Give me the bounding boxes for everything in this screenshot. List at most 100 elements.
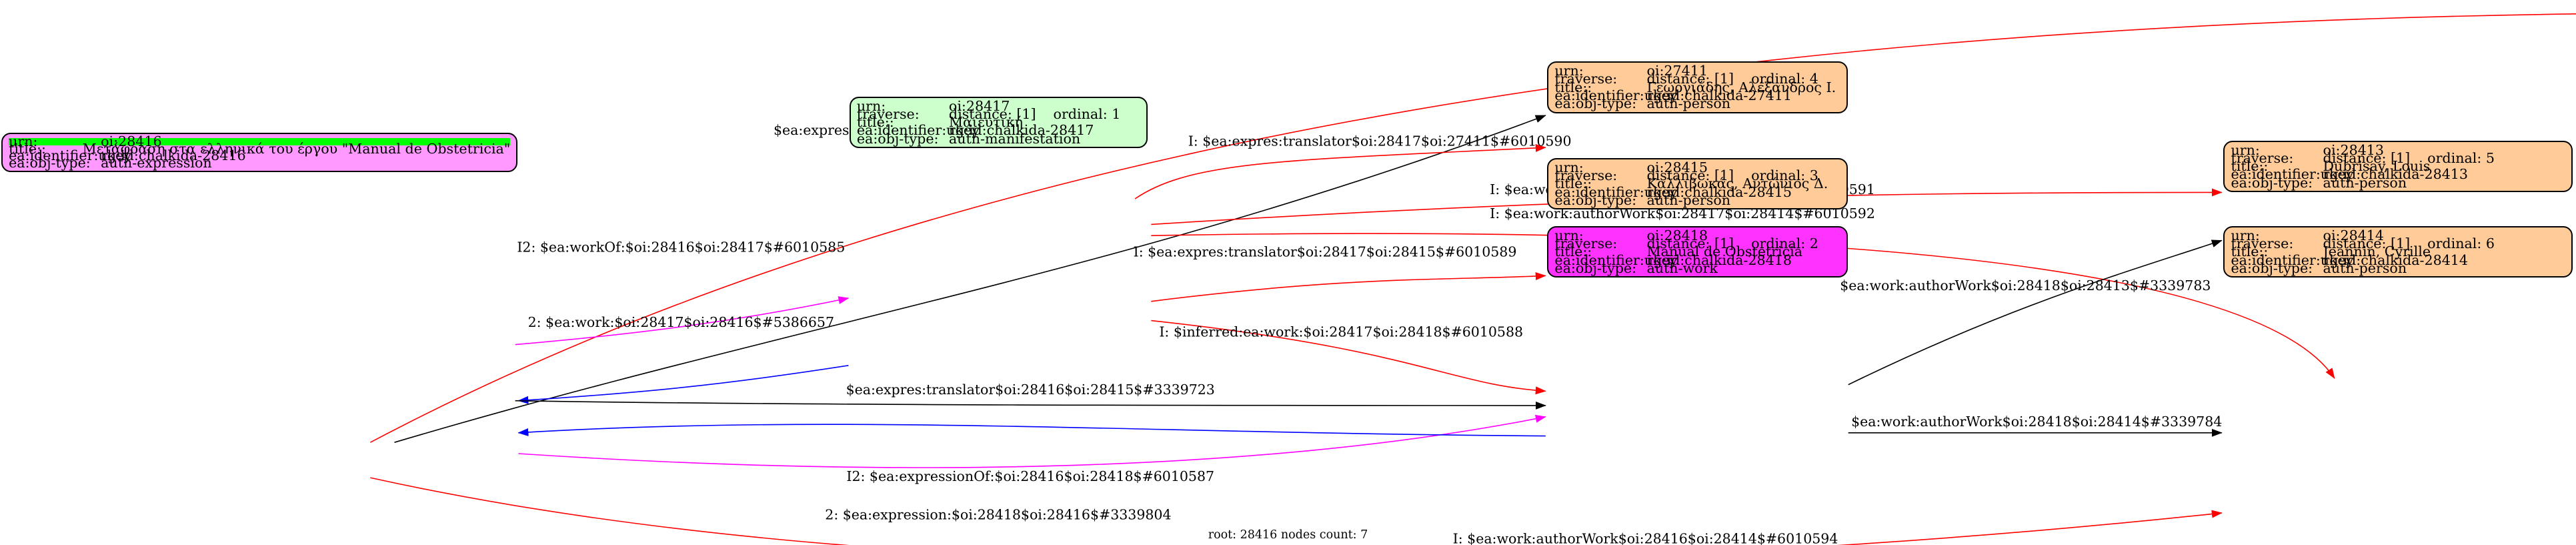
edge-5-line bbox=[515, 296, 850, 346]
row-value: oi:28417 bbox=[948, 97, 1010, 114]
node-row: ea:obj-type:auth-person bbox=[2231, 174, 2565, 191]
node-row: urn: oi:28415 bbox=[1554, 159, 1840, 175]
row-value: Manual de Obstetricia bbox=[1646, 243, 1803, 260]
row-key: ea:identifier:ukey bbox=[1554, 183, 1678, 200]
row-value: rg:id:chalkida-28415 bbox=[1646, 183, 1792, 200]
row-key: ea:obj-type: bbox=[9, 155, 91, 171]
edge-1-line bbox=[394, 115, 1546, 443]
row-value: distance: [1] bbox=[1646, 235, 1734, 252]
row-value: rg:id:chalkida-27411 bbox=[1646, 87, 1792, 104]
row-value: auth-person bbox=[2323, 260, 2407, 277]
row-value: distance: [1] bbox=[948, 105, 1036, 122]
row-key: traverse: bbox=[1554, 167, 1618, 184]
edge-5-label: I2: $ea:workOf:$oi:28416$oi:28417$#60105… bbox=[517, 239, 845, 255]
row-key: ea:obj-type: bbox=[2231, 174, 2313, 191]
edge-7-line bbox=[1151, 272, 1546, 302]
edge-11-line bbox=[518, 414, 1546, 468]
row-key: ea:obj-type: bbox=[1554, 191, 1637, 208]
node-row: title::Manual de Obstetricia bbox=[1554, 243, 1840, 260]
node-27411[interactable]: urn: oi:27411 traverse: distance: [1] ordina… bbox=[1547, 61, 1848, 113]
node-row: title::Dubrisay, Louis bbox=[2231, 158, 2565, 175]
row-value: rg:id:chalkida-28418 bbox=[1646, 251, 1792, 268]
node-row: title::Καλλιβωκάς, Αντώνιος Δ. bbox=[1554, 175, 1840, 192]
edge-10-line bbox=[1848, 239, 2223, 386]
row-key: ea:obj-type: bbox=[856, 130, 939, 147]
edge-6-line bbox=[517, 365, 849, 404]
row-value-ordinal: ordinal: 6 bbox=[2427, 235, 2495, 252]
row-key: urn: bbox=[1554, 159, 1584, 175]
node-row: ea:obj-type:auth-expression bbox=[9, 155, 510, 171]
node-row: traverse: distance: [1] ordinal: 6 bbox=[2231, 235, 2565, 252]
row-key: urn: bbox=[2231, 141, 2260, 158]
row-value: oi:28418 bbox=[1646, 227, 1708, 243]
row-value: rg:id:chalkida-28413 bbox=[2323, 166, 2469, 183]
row-value-ordinal: ordinal: 3 bbox=[1751, 167, 1818, 184]
row-key: traverse: bbox=[1554, 235, 1618, 252]
node-28416[interactable]: urn: oi:28416 title::Μετάφραση στα ελληνικ… bbox=[1, 133, 518, 172]
row-value: oi:28414 bbox=[2323, 227, 2385, 243]
row-value: rg:id:chalkida-28417 bbox=[948, 122, 1094, 139]
node-row: urn: oi:28413 bbox=[2231, 141, 2565, 158]
row-value-ordinal: ordinal: 4 bbox=[1751, 71, 1818, 87]
row-key: traverse: bbox=[1554, 71, 1618, 87]
node-row: urn:oi:28418 bbox=[1554, 227, 1840, 243]
row-key: title:: bbox=[2231, 243, 2269, 260]
row-value: Μετάφραση στα ελληνικά του έργου "Manual… bbox=[82, 140, 511, 157]
row-key: urn: bbox=[2231, 227, 2260, 243]
node-28414[interactable]: urn: oi:28414 traverse: distance: [1] ordina… bbox=[2223, 225, 2573, 278]
edge-14-line bbox=[370, 477, 2223, 545]
row-value: oi:28416 bbox=[101, 133, 162, 150]
row-value: oi:28413 bbox=[2323, 141, 2385, 158]
row-key: ea:obj-type: bbox=[1554, 260, 1637, 277]
row-value: distance: [1] bbox=[2323, 235, 2411, 252]
edge-2-label: I: $ea:expres:translator$oi:28417$oi:274… bbox=[1188, 133, 1572, 149]
row-key: title:: bbox=[9, 140, 46, 157]
row-key: urn: bbox=[1554, 63, 1584, 79]
row-key: ea:identifier:ukey bbox=[1554, 87, 1678, 104]
node-row: ea:obj-type:auth-person bbox=[2231, 260, 2565, 277]
row-value: distance: [1] bbox=[2323, 149, 2411, 166]
row-value-ordinal: ordinal: 5 bbox=[2427, 149, 2495, 166]
row-value: Γεωργιάδης, Αλέξανδρος Ι. bbox=[1646, 79, 1836, 95]
node-row: title::Μαιευτική bbox=[857, 114, 1140, 131]
edge-2-line bbox=[1134, 143, 1546, 199]
node-row: urn: oi:27411 bbox=[1554, 63, 1840, 79]
row-value: oi:28415 bbox=[1646, 159, 1708, 175]
edge-11-label: I2: $ea:expressionOf:$oi:28416$oi:28418$… bbox=[846, 468, 1214, 484]
row-key: traverse: bbox=[2231, 235, 2294, 252]
row-key: urn: bbox=[9, 133, 38, 150]
row-value: Dubrisay, Louis bbox=[2323, 158, 2431, 175]
edge-12-label: 2: $ea:expression:$oi:28418$oi:28416$#33… bbox=[825, 507, 1171, 523]
node-row: ea:obj-type:auth-person bbox=[1554, 191, 1840, 208]
row-value: Μαιευτική bbox=[948, 114, 1023, 131]
row-key: ea:identifier:ukey bbox=[9, 147, 131, 164]
edge-13-label: $ea:work:authorWork$oi:28418$oi:28414$#3… bbox=[1851, 414, 2222, 430]
row-value: oi:27411 bbox=[1646, 63, 1708, 79]
row-value: distance: [1] bbox=[1646, 71, 1734, 87]
row-value: Καλλιβωκάς, Αντώνιος Δ. bbox=[1646, 175, 1828, 192]
node-row: urn: oi:28414 bbox=[2231, 227, 2565, 243]
row-key: title:: bbox=[2231, 158, 2269, 175]
row-value: Jeannin, Cyrille bbox=[2323, 243, 2431, 260]
node-row: traverse: distance: [1] ordinal: 4 bbox=[1554, 71, 1840, 87]
edge-10-label: $ea:work:authorWork$oi:28418$oi:28413$#3… bbox=[1840, 278, 2211, 294]
node-row: traverse:distance: [1]ordinal: 3 bbox=[1554, 167, 1840, 184]
graph-footer: root: 28416 nodes count: 7 bbox=[1208, 528, 1368, 542]
row-value-ordinal: ordinal: 1 bbox=[1053, 105, 1121, 122]
row-key: ea:identifier:ukey bbox=[2231, 166, 2354, 183]
row-key: traverse: bbox=[856, 105, 920, 122]
edge-7-label: I: $ea:expres:translator$oi:28417$oi:284… bbox=[1134, 244, 1517, 260]
row-value-ordinal: ordinal: 2 bbox=[1751, 235, 1818, 252]
node-row: ea:obj-type:auth-work bbox=[1554, 260, 1840, 277]
